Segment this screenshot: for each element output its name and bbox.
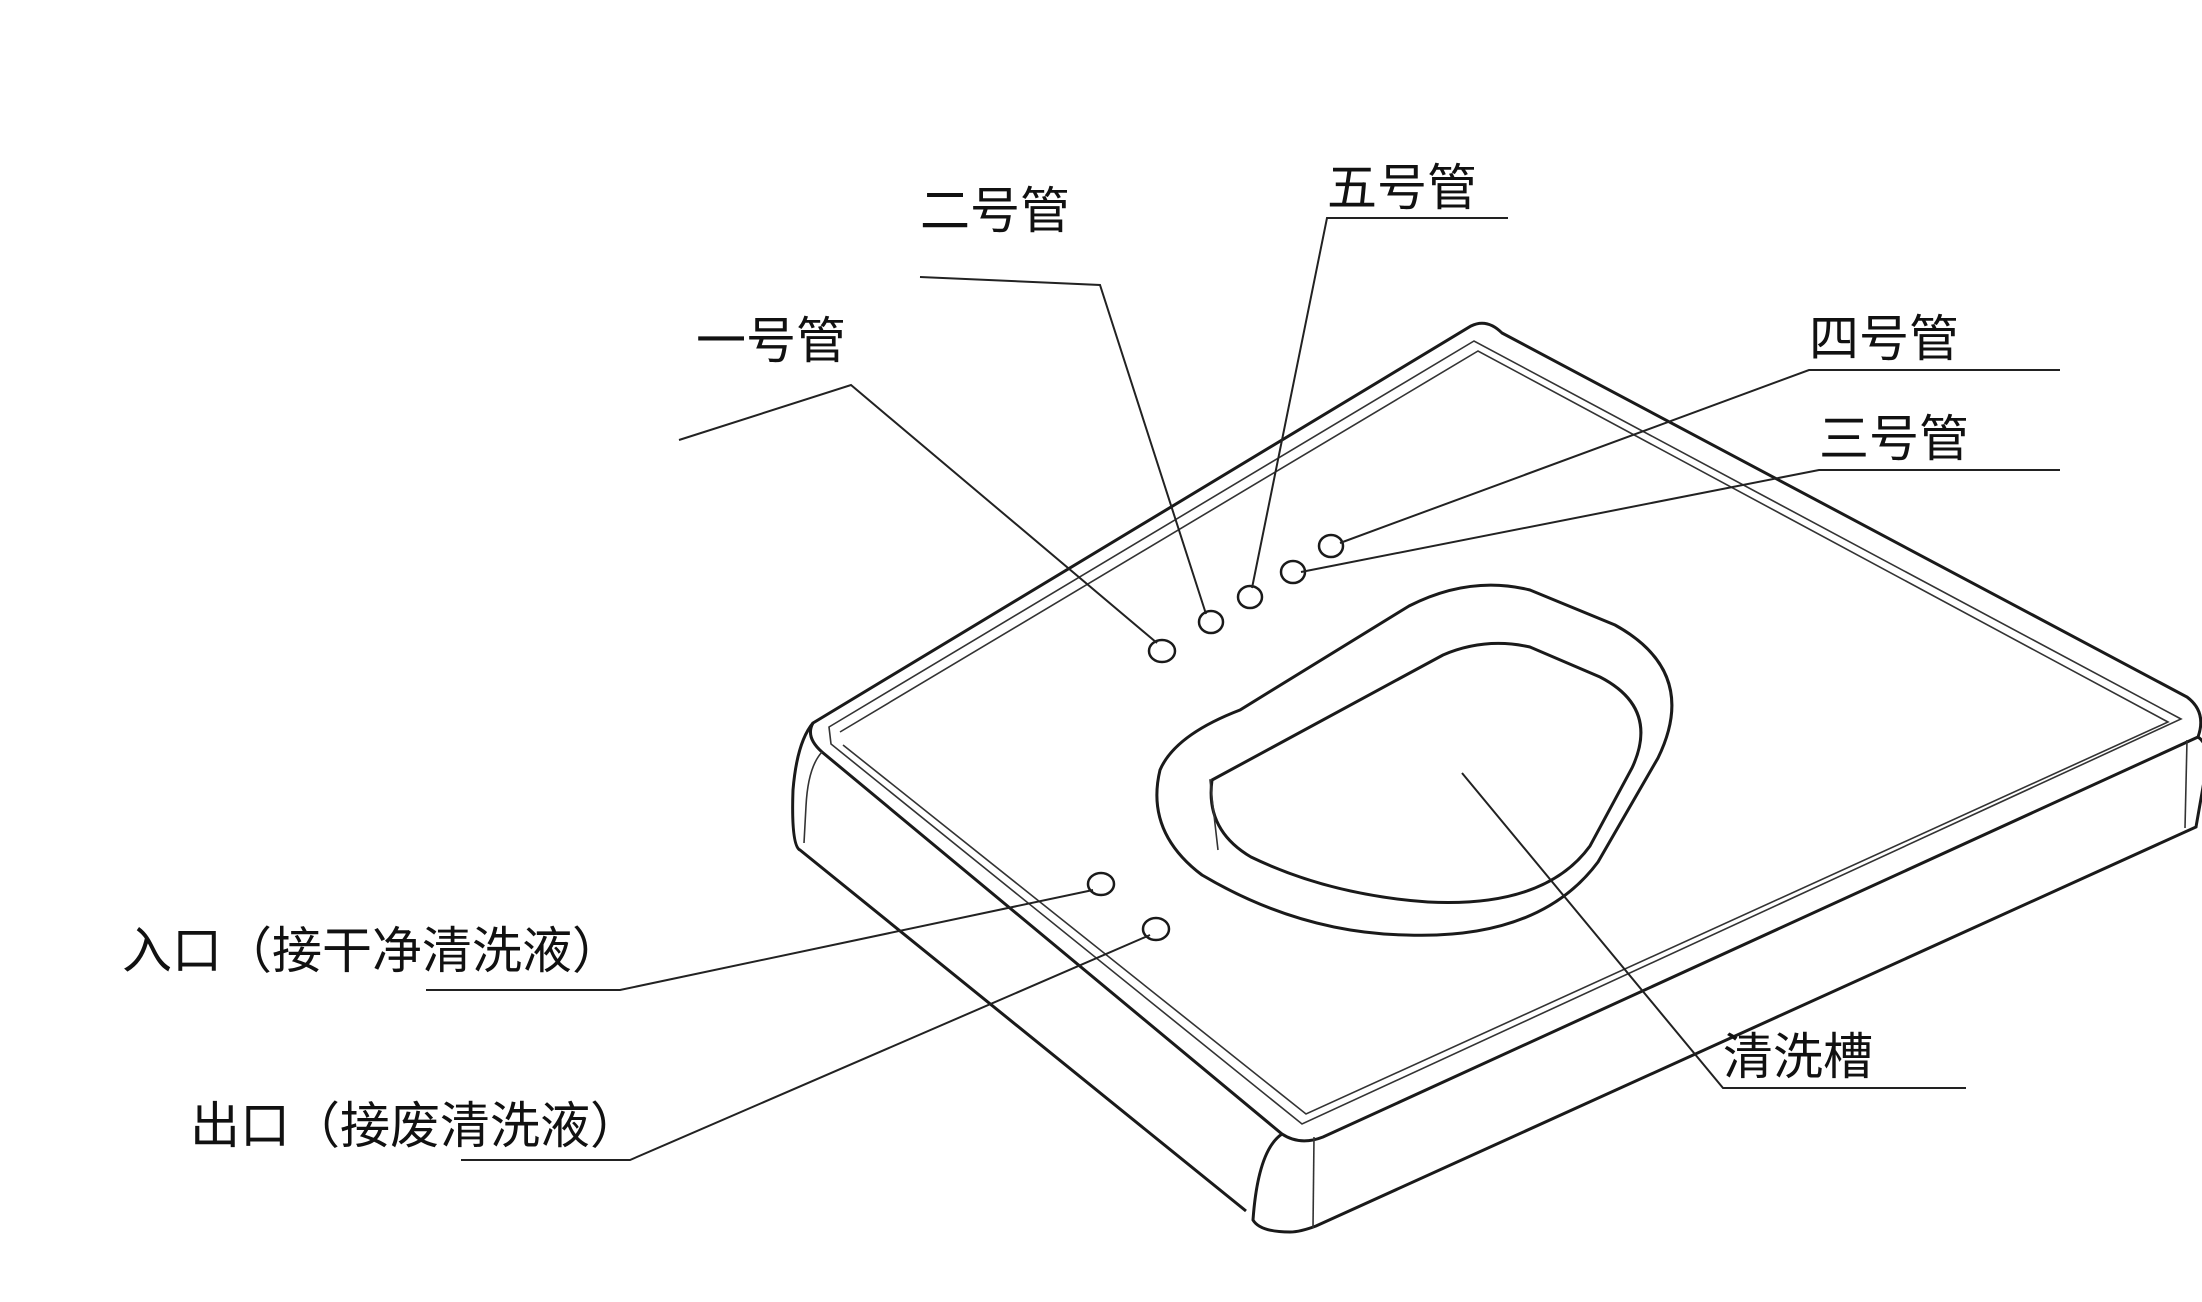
left-side-wall (791, 722, 1247, 1213)
top-plate-rim-inner (839, 350, 2170, 1115)
right-side-wall (1289, 735, 2202, 1234)
tube5-leader (1251, 217, 1508, 589)
side-edge-right (2184, 739, 2188, 829)
inlet-label: 入口（接干净清洗液） (122, 922, 622, 980)
tank-body (791, 321, 2202, 1234)
top-plate-rim (828, 340, 2183, 1125)
port-holes (1086, 533, 1345, 942)
basin-outer-rim (1155, 583, 1674, 937)
outlet-leader (461, 934, 1151, 1161)
basin-leader (1461, 772, 1966, 1089)
basin (1155, 583, 1674, 937)
basin-floor (1209, 641, 1643, 905)
tube1-leader (678, 383, 1158, 644)
tube2-hole (1197, 609, 1225, 635)
inlet-hole (1086, 871, 1116, 897)
tube1-hole (1147, 638, 1177, 664)
side-edge-left (803, 751, 823, 844)
side-edge-front (1312, 1136, 1315, 1229)
tube1-label: 一号管 (696, 312, 846, 370)
tube5-hole (1236, 584, 1264, 610)
basin-label: 清洗槽 (1723, 1028, 1873, 1086)
outlet-label: 出口（接废清洗液） (190, 1097, 640, 1155)
tube3-label: 三号管 (1819, 410, 1969, 468)
leader-lines (426, 217, 2060, 1161)
basin-floor-edge (1209, 779, 1219, 851)
tube4-label: 四号管 (1809, 310, 1959, 368)
tube5-label: 五号管 (1327, 159, 1477, 217)
labels: 一号管 二号管 五号管 四号管 三号管 入口（接干净清洗液） 出口（接废清洗液）… (122, 159, 1969, 1155)
inlet-leader (426, 889, 1094, 991)
tube4-leader (1339, 369, 2060, 544)
tube4-hole (1317, 533, 1345, 559)
tube3-leader (1300, 469, 2060, 573)
front-corner (1251, 1132, 1291, 1234)
tube2-leader (919, 276, 1207, 615)
top-plate-outline (809, 321, 2202, 1143)
tube2-label: 二号管 (920, 182, 1070, 240)
